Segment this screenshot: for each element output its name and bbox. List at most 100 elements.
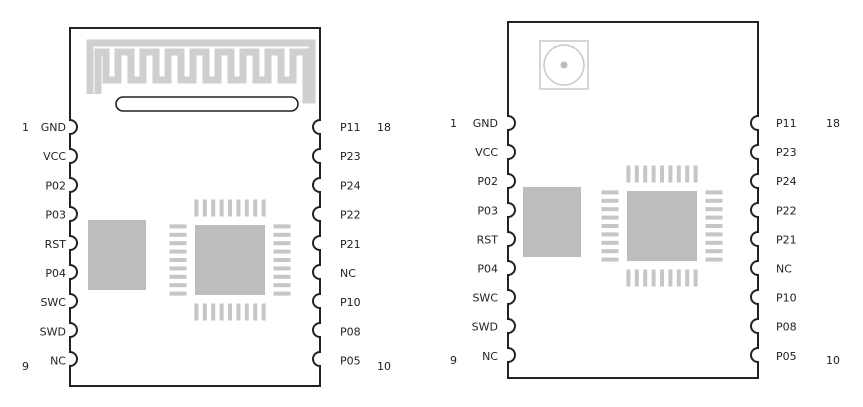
chip-pad (273, 258, 291, 262)
chip-pad (211, 199, 216, 217)
module_a-right-pin-label: P22 (340, 209, 361, 222)
module_a-right-pin-label: P23 (340, 150, 361, 163)
chip-pad (676, 165, 681, 183)
chip-pads (169, 199, 291, 321)
module_b-right-pin-label: P10 (776, 292, 797, 305)
module_b-left-pin-label: NC (482, 350, 498, 363)
chip-pads (601, 165, 723, 287)
module_a-right-pin-label: P08 (340, 325, 361, 338)
chip-pad (273, 266, 291, 271)
chip-pad (219, 303, 224, 321)
module_b-right-pin-label: P08 (776, 321, 797, 334)
crystal-component (88, 220, 146, 290)
chip-pad (236, 199, 241, 217)
chip-pad (169, 249, 187, 254)
chip-die (627, 191, 697, 261)
chip-pad (601, 215, 619, 220)
module_a-right-pin-label: P21 (340, 238, 361, 251)
pcb-antenna-trace (86, 39, 316, 104)
module_b-left-pin-label: GND (473, 117, 498, 130)
chip-pad (261, 303, 266, 321)
chip-pad (273, 249, 291, 254)
chip-pad (236, 303, 241, 321)
chip-pad (601, 257, 619, 262)
chip-pad (668, 165, 673, 183)
chip-pad (228, 303, 232, 321)
chip-pad (685, 165, 690, 183)
module_b-right-pin-label: P21 (776, 233, 797, 246)
module_a-left-pin-label: P04 (45, 267, 66, 280)
module_a-left-pin-label: SWD (40, 325, 66, 338)
module-a-pin-number-9: 9 (22, 360, 29, 373)
chip-pad (211, 303, 216, 321)
module_b-left-pin-label: P04 (477, 263, 498, 276)
chip-pad (169, 241, 187, 246)
chip-pad (668, 269, 673, 287)
module-a-pin-number-18: 18 (377, 121, 391, 134)
module_b-right-pin-label: P22 (776, 204, 797, 217)
chip-pad (169, 283, 187, 288)
chip-pad (169, 232, 187, 237)
chip-pad (634, 269, 639, 287)
antenna-slot (115, 96, 299, 112)
chip-pad (705, 232, 723, 237)
module-a-pin-number-1: 1 (22, 121, 29, 134)
module-b-pin-number-18: 18 (826, 117, 840, 130)
module-b-pin-number-1: 1 (450, 117, 457, 130)
module_a-right-pin-label: NC (340, 267, 356, 280)
chip-pad (693, 165, 698, 183)
module_a-left-pin-label: GND (41, 121, 66, 134)
chip-pad (202, 199, 207, 217)
chip-pad (643, 269, 648, 287)
chip-pad (261, 199, 266, 217)
antenna-connector (539, 40, 589, 90)
chip-pad (651, 269, 656, 287)
chip-pad (169, 258, 187, 262)
chip-pad (202, 303, 207, 321)
chip-pad (634, 165, 639, 183)
module_b-right-pin-label: P24 (776, 175, 797, 188)
chip-pad (601, 224, 619, 228)
chip-pad (660, 269, 664, 287)
module_b-left-pin-label: RST (477, 233, 499, 246)
chip-pad (705, 257, 723, 262)
chip-pad (660, 165, 664, 183)
module-b-pin-number-9: 9 (450, 354, 457, 367)
chip-pad (705, 207, 723, 212)
chip-pad (626, 269, 631, 287)
module-a-pin-number-10: 10 (377, 360, 391, 373)
module_a-right-pin-label: P10 (340, 296, 361, 309)
module_b-left-pin-label: P03 (477, 204, 498, 217)
module_a-left-pin-label: SWC (40, 296, 66, 309)
module_a-left-pin-label: P03 (45, 209, 66, 222)
chip-pad (244, 199, 249, 217)
chip-pad (705, 198, 723, 203)
chip-pad (705, 190, 723, 195)
chip-pad (169, 224, 187, 229)
chip-pad (601, 198, 619, 203)
chip-pad (219, 199, 224, 217)
chip-pad (651, 165, 656, 183)
chip-pad (273, 241, 291, 246)
module-b-pin-number-10: 10 (826, 354, 840, 367)
chip-pad (601, 240, 619, 245)
chip-pad (228, 199, 232, 217)
chip-pad (705, 240, 723, 245)
module_b-left-pin-label: P02 (477, 175, 498, 188)
module_a-left-pin-label: RST (45, 238, 67, 251)
module_a-right-pin-label: P24 (340, 179, 361, 192)
chip-pad (273, 283, 291, 288)
chip-pad (169, 266, 187, 271)
chip-pad (273, 232, 291, 237)
chip-pad (626, 165, 631, 183)
module_a-left-pin-label: P02 (45, 179, 66, 192)
module_a-right-pin-label: P11 (340, 121, 361, 134)
module_b-left-pin-label: SWD (472, 321, 498, 334)
chip-pad (705, 224, 723, 228)
module_a-right-pin-label: P05 (340, 355, 361, 368)
